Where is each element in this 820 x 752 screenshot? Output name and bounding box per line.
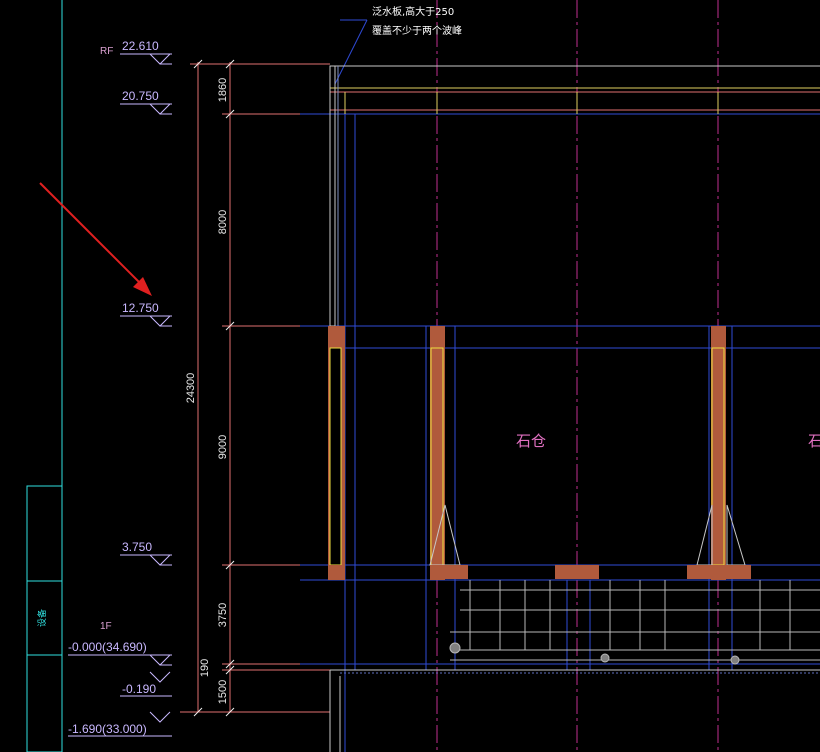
note-line-2: 覆盖不少于两个波峰 xyxy=(372,24,462,37)
room-stone-bin: 石仓 xyxy=(516,432,546,450)
title-block: 设备 xyxy=(26,0,63,752)
title-block-label: 设备 xyxy=(36,609,48,627)
dim-190: 190 xyxy=(199,659,211,677)
dimension-labels: 1860 8000 9000 3750 190 1500 24300 xyxy=(185,78,229,704)
dim-3750: 3750 xyxy=(217,603,229,627)
elevation-rf: 22.610 xyxy=(122,39,159,53)
columns xyxy=(328,326,751,580)
blue-grid xyxy=(300,19,820,752)
dim-9000: 9000 xyxy=(217,435,229,459)
ground-line xyxy=(329,669,820,752)
dimension-chain xyxy=(180,59,330,717)
elevation-12-750: 12.750 xyxy=(122,301,159,315)
dim-1860: 1860 xyxy=(217,78,229,102)
elevation-base: -1.690(33.000) xyxy=(68,722,147,736)
note-line-1: 泛水板,高大于250 xyxy=(372,5,454,18)
elevation-20-750: 20.750 xyxy=(122,89,159,103)
elevation-3-750: 3.750 xyxy=(122,540,152,554)
elevation-labels: RF 22.610 20.750 12.750 3.750 1F -0.000(… xyxy=(68,39,159,736)
floor-1f-tag: 1F xyxy=(100,621,112,632)
rf-floor-tag: RF xyxy=(100,46,113,57)
elevation-markers xyxy=(68,53,172,737)
room-stone-bin-2: 石 xyxy=(808,432,820,450)
axis-lines xyxy=(436,0,719,752)
room-labels: 石仓 石 xyxy=(516,432,820,450)
dim-8000: 8000 xyxy=(217,210,229,234)
elevation-0-000: -0.000(34.690) xyxy=(68,640,147,654)
red-pointer-arrow-icon xyxy=(39,182,152,296)
dim-1500: 1500 xyxy=(217,680,229,704)
elevation-minus-0-190: -0.190 xyxy=(122,682,156,696)
flashing-note: 泛水板,高大于250 覆盖不少于两个波峰 xyxy=(372,5,462,37)
equipment xyxy=(449,580,820,665)
dim-total-24300: 24300 xyxy=(185,373,197,404)
roof-truss xyxy=(329,65,820,327)
